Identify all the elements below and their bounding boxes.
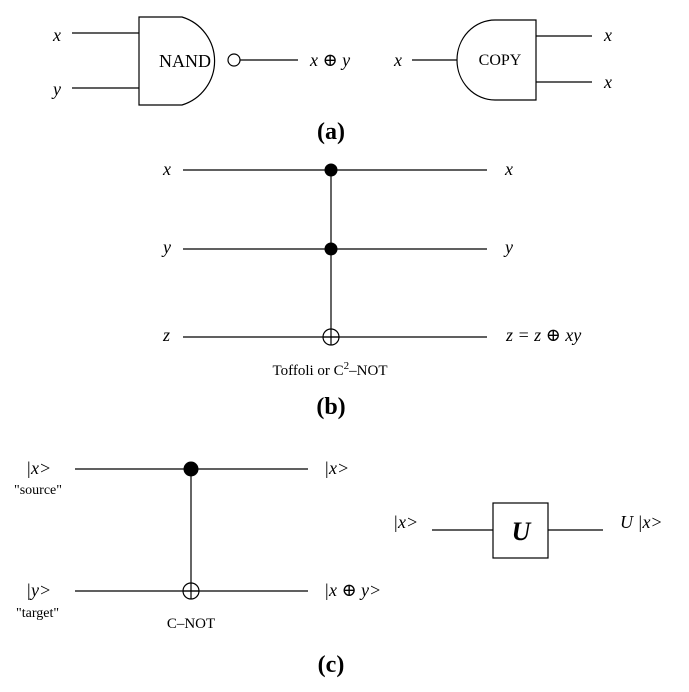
copy-gate-body <box>456 19 537 101</box>
copy-gate: x COPY x x <box>393 19 612 101</box>
cnot-control-dot <box>183 461 199 477</box>
panel-c-caption: (c) <box>318 652 345 678</box>
cnot-gate: |x> "source" |y> "target" |x> |x ⊕ y> C–… <box>14 458 381 632</box>
toffoli-output-y-label: y <box>503 237 513 257</box>
panel-b-caption: (b) <box>316 394 345 420</box>
toffoli-gate-label-suffix: –NOT <box>348 363 387 379</box>
unitary-output-label: U |x> <box>620 512 663 532</box>
toffoli-gate-label-prefix: Toffoli or C <box>273 363 344 379</box>
unitary-input-label: |x> <box>393 512 418 532</box>
nand-gate-body <box>138 16 216 106</box>
panel-b: x y z x y z = z ⊕ xy Toffoli or C2–NOT (… <box>161 159 581 420</box>
nand-inversion-bubble <box>227 53 241 67</box>
toffoli-gate-label: Toffoli or C2–NOT <box>273 360 388 379</box>
cnot-target-output-label: |x ⊕ y> <box>324 580 381 600</box>
copy-output-2-label: x <box>603 72 612 92</box>
copy-gate-label: COPY <box>479 52 522 69</box>
nand-gate-label: NAND <box>159 51 211 71</box>
panel-a-caption: (a) <box>317 119 345 145</box>
copy-input-label: x <box>393 50 402 70</box>
cnot-target-tag: "target" <box>16 606 59 621</box>
toffoli-output-z-label: z = z ⊕ xy <box>505 325 581 345</box>
panel-a: x y NAND x ⊕ y x COPY x x (a) <box>51 16 612 145</box>
toffoli-input-y-label: y <box>161 237 171 257</box>
toffoli-gate-label-superscript: 2 <box>344 360 350 372</box>
toffoli-input-x-label: x <box>162 159 171 179</box>
toffoli-output-x-label: x <box>504 159 513 179</box>
cnot-source-tag: "source" <box>14 483 62 498</box>
nand-gate: x y NAND x ⊕ y <box>51 16 350 106</box>
cnot-source-input-label: |x> <box>26 458 51 478</box>
nand-input-x-label: x <box>52 25 61 45</box>
unitary-gate-label: U <box>512 517 532 546</box>
toffoli-input-z-label: z <box>162 325 170 345</box>
nand-input-y-label: y <box>51 79 61 99</box>
nand-output-label: x ⊕ y <box>309 50 350 70</box>
cnot-target-input-label: |y> <box>26 580 51 600</box>
panel-c: |x> "source" |y> "target" |x> |x ⊕ y> C–… <box>14 458 663 678</box>
toffoli-control-dot-y <box>324 242 338 256</box>
copy-output-1-label: x <box>603 25 612 45</box>
unitary-gate: U |x> U |x> <box>393 502 663 559</box>
cnot-source-output-label: |x> <box>324 458 349 478</box>
cnot-gate-label: C–NOT <box>167 616 215 632</box>
toffoli-control-dot-x <box>324 163 338 177</box>
